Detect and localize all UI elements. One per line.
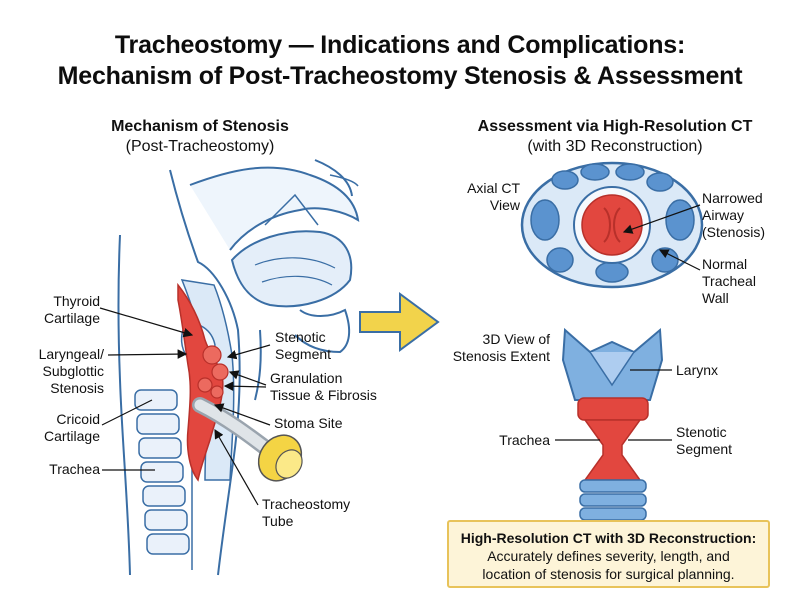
- right-panel-heading: Assessment via High-Resolution CT (with …: [450, 117, 780, 157]
- thyroid-line-2: Cartilage: [43, 310, 100, 326]
- label-3d-view: 3D View of Stenosis Extent: [430, 331, 550, 365]
- granulation-line-1: Granulation: [270, 370, 343, 386]
- axial-line-1: Axial CT: [467, 180, 520, 196]
- narrowed-line-1: Narrowed: [702, 190, 763, 206]
- normal-line-1: Normal: [702, 256, 748, 272]
- label-stenotic-segment-left: Stenotic Segment: [275, 329, 385, 363]
- cricoid-line-2: Cartilage: [43, 428, 100, 444]
- laryngeal-line-2: Subglottic: [42, 363, 104, 379]
- label-normal-wall: Normal Tracheal Wall: [702, 256, 792, 307]
- normal-line-3: Wall: [702, 290, 729, 306]
- stenotic-left-line-1: Stenotic: [275, 329, 326, 345]
- label-stenotic-segment-right: Stenotic Segment: [676, 424, 766, 458]
- note-line-1: Accurately defines severity, length, and: [487, 548, 730, 564]
- label-trachea-left: Trachea: [10, 461, 100, 478]
- summary-note-box: High-Resolution CT with 3D Reconstructio…: [447, 520, 770, 588]
- neck-sagittal-illustration: [117, 159, 360, 576]
- label-tracheostomy-tube: Tracheostomy Tube: [262, 496, 372, 530]
- note-line-2: location of stenosis for surgical planni…: [482, 566, 735, 582]
- 3d-reconstruction-illustration: [561, 327, 664, 521]
- tube-line-1: Tracheostomy: [262, 496, 351, 512]
- stoma-text: Stoma Site: [274, 415, 343, 431]
- trachea-left-text: Trachea: [49, 461, 100, 477]
- note-heading: High-Resolution CT with 3D Reconstructio…: [460, 530, 757, 546]
- view3d-line-2: Stenosis Extent: [452, 348, 550, 364]
- thyroid-line-1: Thyroid: [53, 293, 100, 309]
- left-subheading-text: (Post-Tracheostomy): [125, 138, 275, 155]
- left-heading-text: Mechanism of Stenosis: [111, 118, 289, 135]
- granulation-line-2: Tissue & Fibrosis: [270, 387, 377, 403]
- label-trachea-right: Trachea: [460, 432, 550, 449]
- label-narrowed-airway: Narrowed Airway (Stenosis): [702, 190, 792, 241]
- label-larynx: Larynx: [676, 362, 756, 379]
- trachea-right-text: Trachea: [499, 432, 550, 448]
- stenotic-right-line-2: Segment: [676, 441, 733, 457]
- label-axial-ct: Axial CT View: [440, 180, 520, 214]
- page-title-line-2: Mechanism of Post-Tracheostomy Stenosis …: [57, 62, 743, 90]
- cricoid-line-1: Cricoid: [56, 411, 100, 427]
- right-heading-text: Assessment via High-Resolution CT: [477, 118, 753, 135]
- left-panel-heading: Mechanism of Stenosis (Post-Tracheostomy…: [80, 117, 320, 157]
- label-cricoid-cartilage: Cricoid Cartilage: [10, 411, 100, 445]
- stenotic-left-line-2: Segment: [275, 346, 332, 362]
- right-subheading-text: (with 3D Reconstruction): [527, 138, 703, 155]
- laryngeal-line-1: Laryngeal/: [38, 346, 104, 362]
- narrowed-line-2: Airway: [702, 207, 745, 223]
- normal-line-2: Tracheal: [702, 273, 756, 289]
- label-thyroid-cartilage: Thyroid Cartilage: [10, 293, 100, 327]
- larynx-text: Larynx: [676, 362, 719, 378]
- label-laryngeal-stenosis: Laryngeal/ Subglottic Stenosis: [10, 346, 104, 397]
- page-title-line-1: Tracheostomy — Indications and Complicat…: [114, 31, 686, 59]
- laryngeal-line-3: Stenosis: [50, 380, 104, 396]
- label-granulation-tissue: Granulation Tissue & Fibrosis: [270, 370, 395, 404]
- narrowed-line-3: (Stenosis): [702, 224, 766, 240]
- tube-line-2: Tube: [262, 513, 294, 529]
- label-stoma-site: Stoma Site: [274, 415, 384, 432]
- stenotic-right-line-1: Stenotic: [676, 424, 727, 440]
- transition-arrow-icon: [359, 292, 440, 352]
- view3d-line-1: 3D View of: [482, 331, 550, 347]
- axial-line-2: View: [489, 197, 520, 213]
- axial-ct-illustration: [520, 161, 704, 289]
